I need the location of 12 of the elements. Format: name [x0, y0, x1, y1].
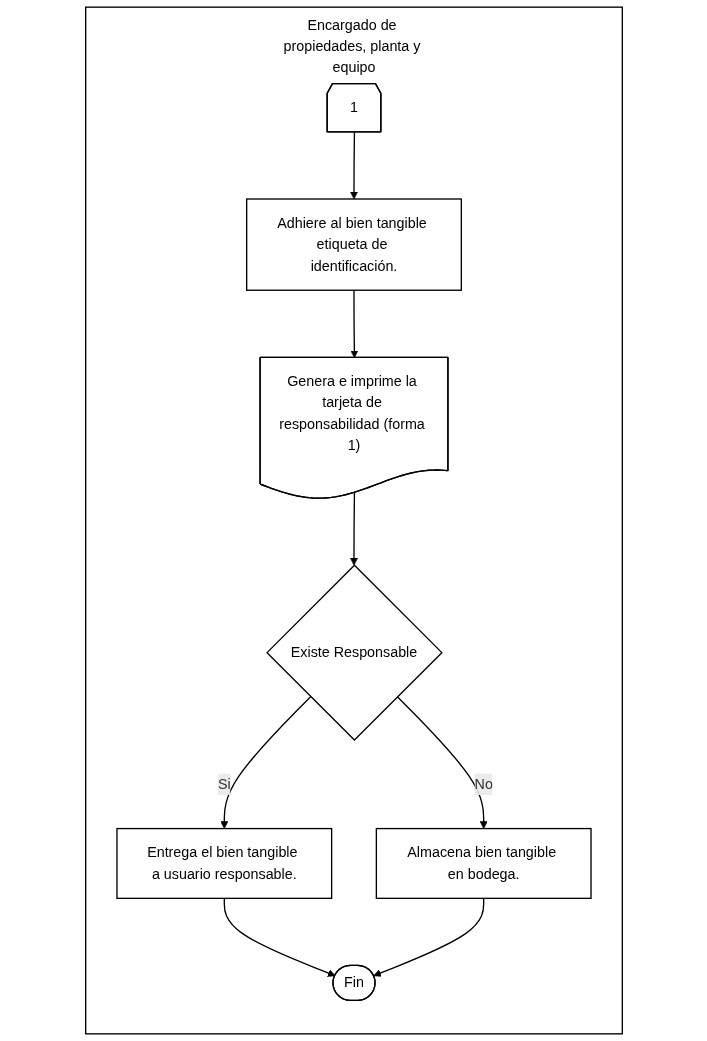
node-box: Entrega el bien tangible a usuario responsable.	[115, 827, 332, 899]
node-box: Adhiere al bien tangible etiqueta de identificación.	[245, 198, 462, 291]
edge-label: No	[474, 776, 493, 792]
arrow	[223, 897, 336, 977]
arrow	[349, 131, 358, 200]
node-box: Almacena bien tangible en bodega.	[375, 827, 592, 899]
arrow	[219, 696, 311, 829]
arrow	[349, 492, 358, 566]
node-diamond: Existe Responsable	[265, 564, 443, 741]
arrow	[372, 897, 484, 977]
arrow	[396, 696, 488, 829]
edge-label: Si	[217, 776, 231, 792]
